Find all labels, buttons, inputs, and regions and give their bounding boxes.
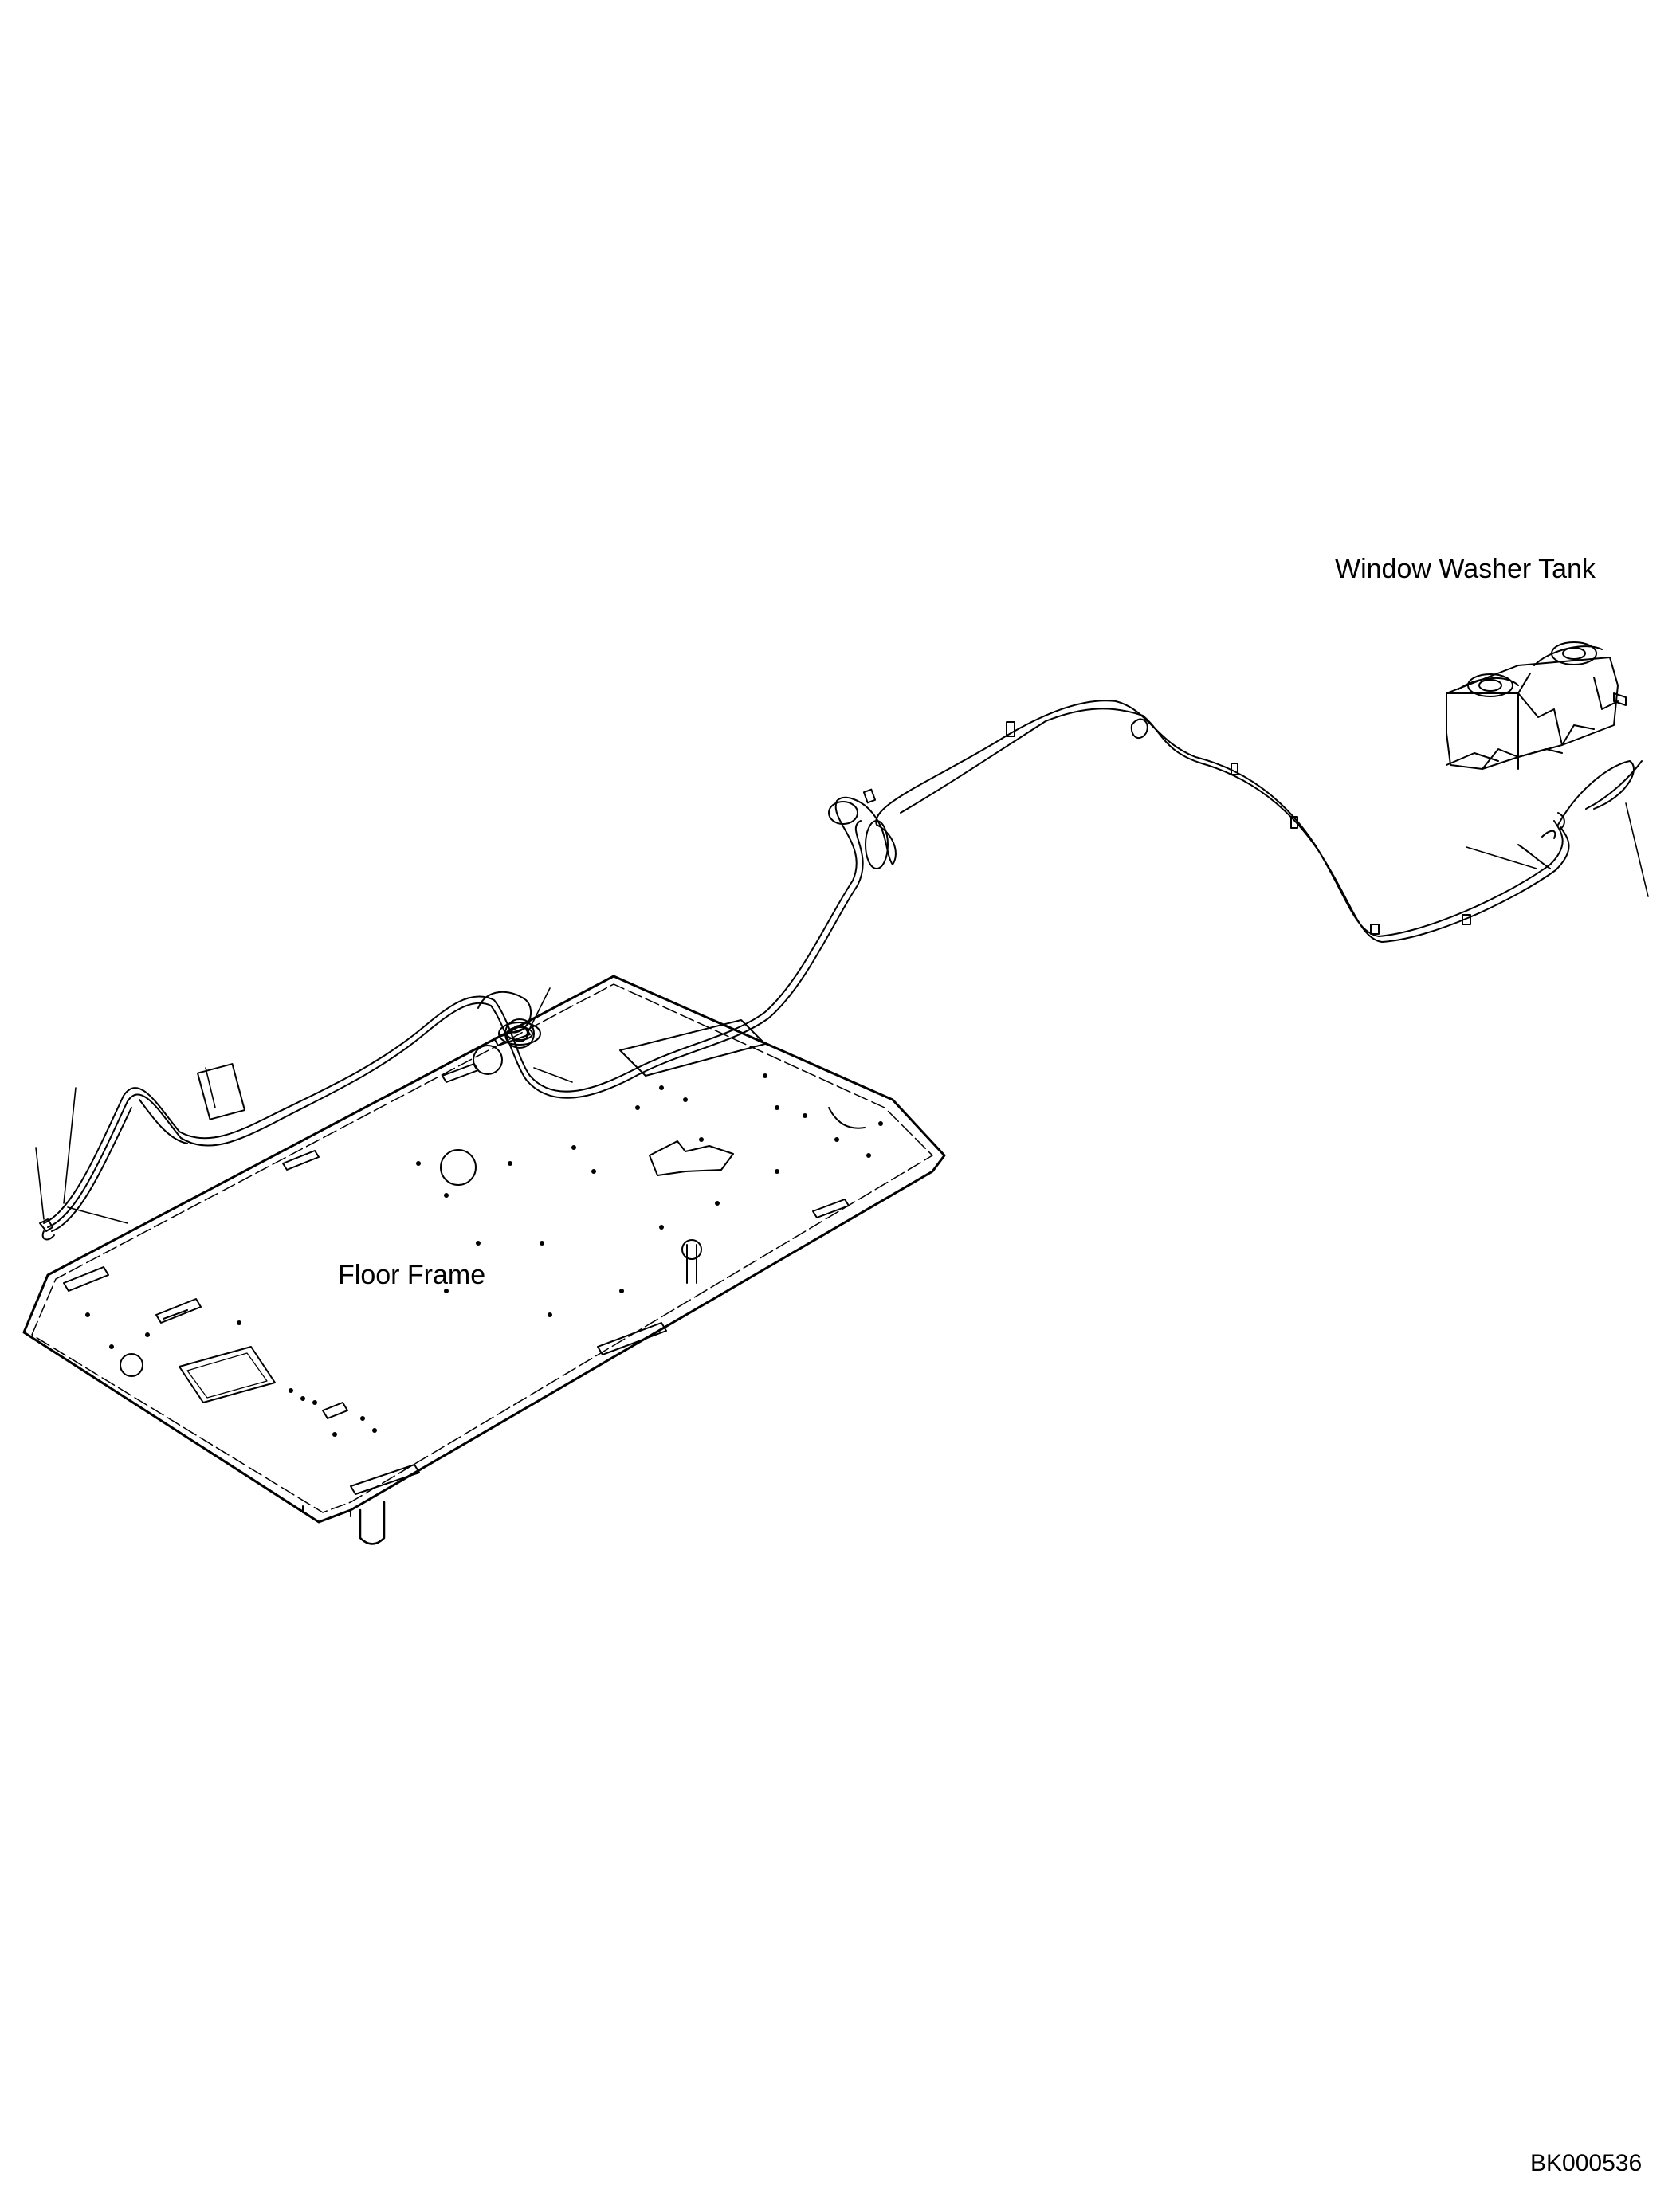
floor-frame-plate	[22, 975, 946, 1545]
leader-lines	[35, 802, 1649, 1224]
floor-frame-label: Floor Frame	[338, 1260, 486, 1290]
washer-hose-harness	[39, 700, 1643, 1241]
grommet-assembly	[196, 1022, 541, 1120]
window-washer-tank	[1446, 641, 1627, 770]
drawing-id: BK000536	[1530, 2150, 1643, 2176]
window-washer-tank-label: Window Washer Tank	[1335, 554, 1596, 584]
